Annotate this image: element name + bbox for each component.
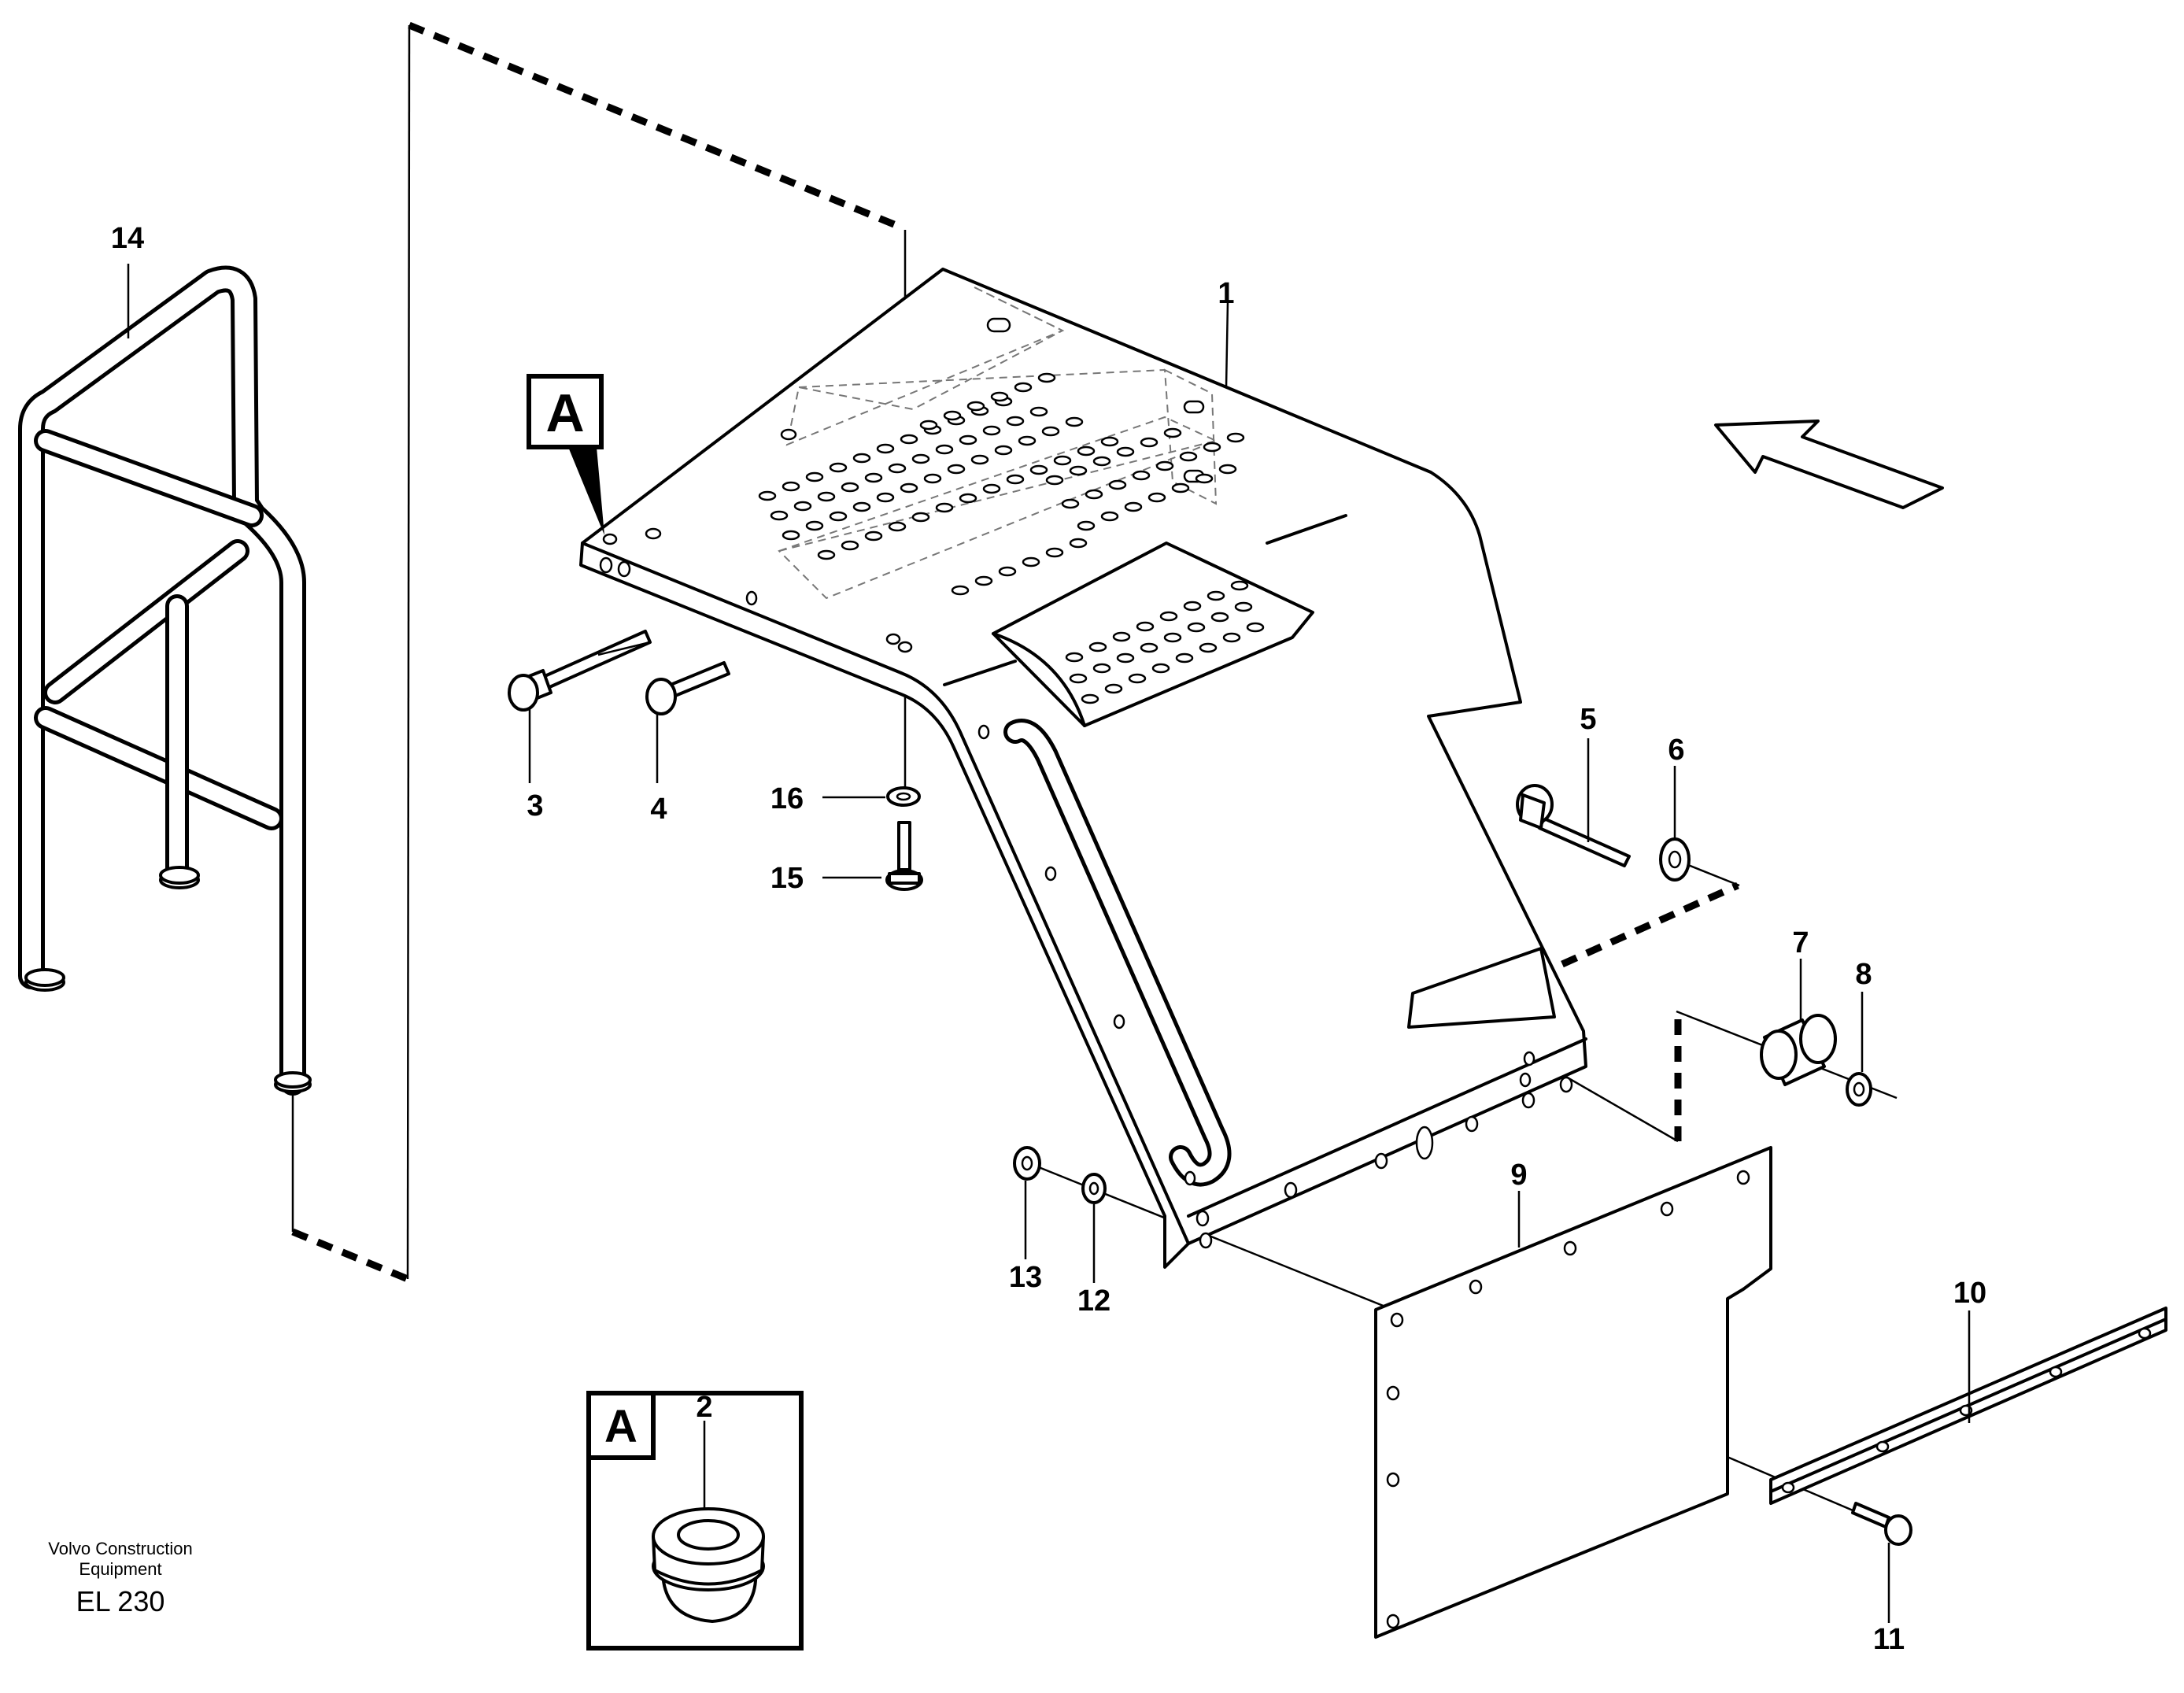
- view-marker-letter: A: [545, 383, 584, 443]
- detail-view-a: A: [586, 1391, 804, 1650]
- bolt-part-11: [1851, 1502, 1912, 1546]
- callout-8: 8: [1855, 958, 1872, 991]
- washer-part-13: [1013, 1146, 1041, 1181]
- callout-labels: 1 2 3 4 5 6 7 8 9 10 11 12 13 14 15 16: [111, 222, 1986, 1656]
- callout-5: 5: [1580, 703, 1596, 736]
- nut-part-8: [1846, 1072, 1872, 1107]
- view-marker-a: A: [527, 374, 604, 535]
- plate-part-9: [1374, 1146, 1772, 1639]
- perforation-pattern: [758, 372, 1265, 704]
- callout-9: 9: [1510, 1159, 1527, 1192]
- caption-company-line1: Volvo Construction: [48, 1539, 192, 1558]
- callout-12: 12: [1077, 1285, 1110, 1318]
- washer-part-12: [1081, 1173, 1107, 1204]
- callout-15: 15: [770, 862, 804, 895]
- bolt-part-3: [508, 630, 652, 712]
- callout-7: 7: [1792, 926, 1809, 959]
- callout-14: 14: [111, 222, 144, 255]
- washer-part-16: [886, 786, 921, 807]
- callout-11: 11: [1873, 1623, 1905, 1656]
- platform-part-1: [579, 268, 1587, 1269]
- callout-10: 10: [1953, 1277, 1986, 1310]
- detail-view-letter: A: [604, 1401, 637, 1452]
- callout-3: 3: [527, 789, 543, 822]
- bolt-part-4: [645, 661, 730, 715]
- callout-2: 2: [696, 1391, 712, 1424]
- bolt-part-5: [1516, 784, 1631, 867]
- leader-lines: [127, 264, 1971, 1623]
- caption-code: EL 230: [76, 1585, 165, 1617]
- grommet-part-2: [652, 1507, 765, 1623]
- handrail-part-14: [18, 265, 312, 1096]
- callout-13: 13: [1009, 1261, 1042, 1294]
- caption-block: Volvo Construction Equipment EL 230: [48, 1539, 192, 1617]
- callout-6: 6: [1668, 734, 1684, 767]
- washer-part-6: [1659, 837, 1691, 882]
- caption-company-line2: Equipment: [79, 1559, 161, 1579]
- bolt-part-15: [885, 821, 923, 891]
- direction-arrow-icon: [1714, 420, 1944, 509]
- spacer-part-7: [1760, 1014, 1837, 1086]
- callout-1: 1: [1218, 277, 1234, 310]
- callout-16: 16: [770, 782, 804, 815]
- callout-4: 4: [650, 793, 667, 826]
